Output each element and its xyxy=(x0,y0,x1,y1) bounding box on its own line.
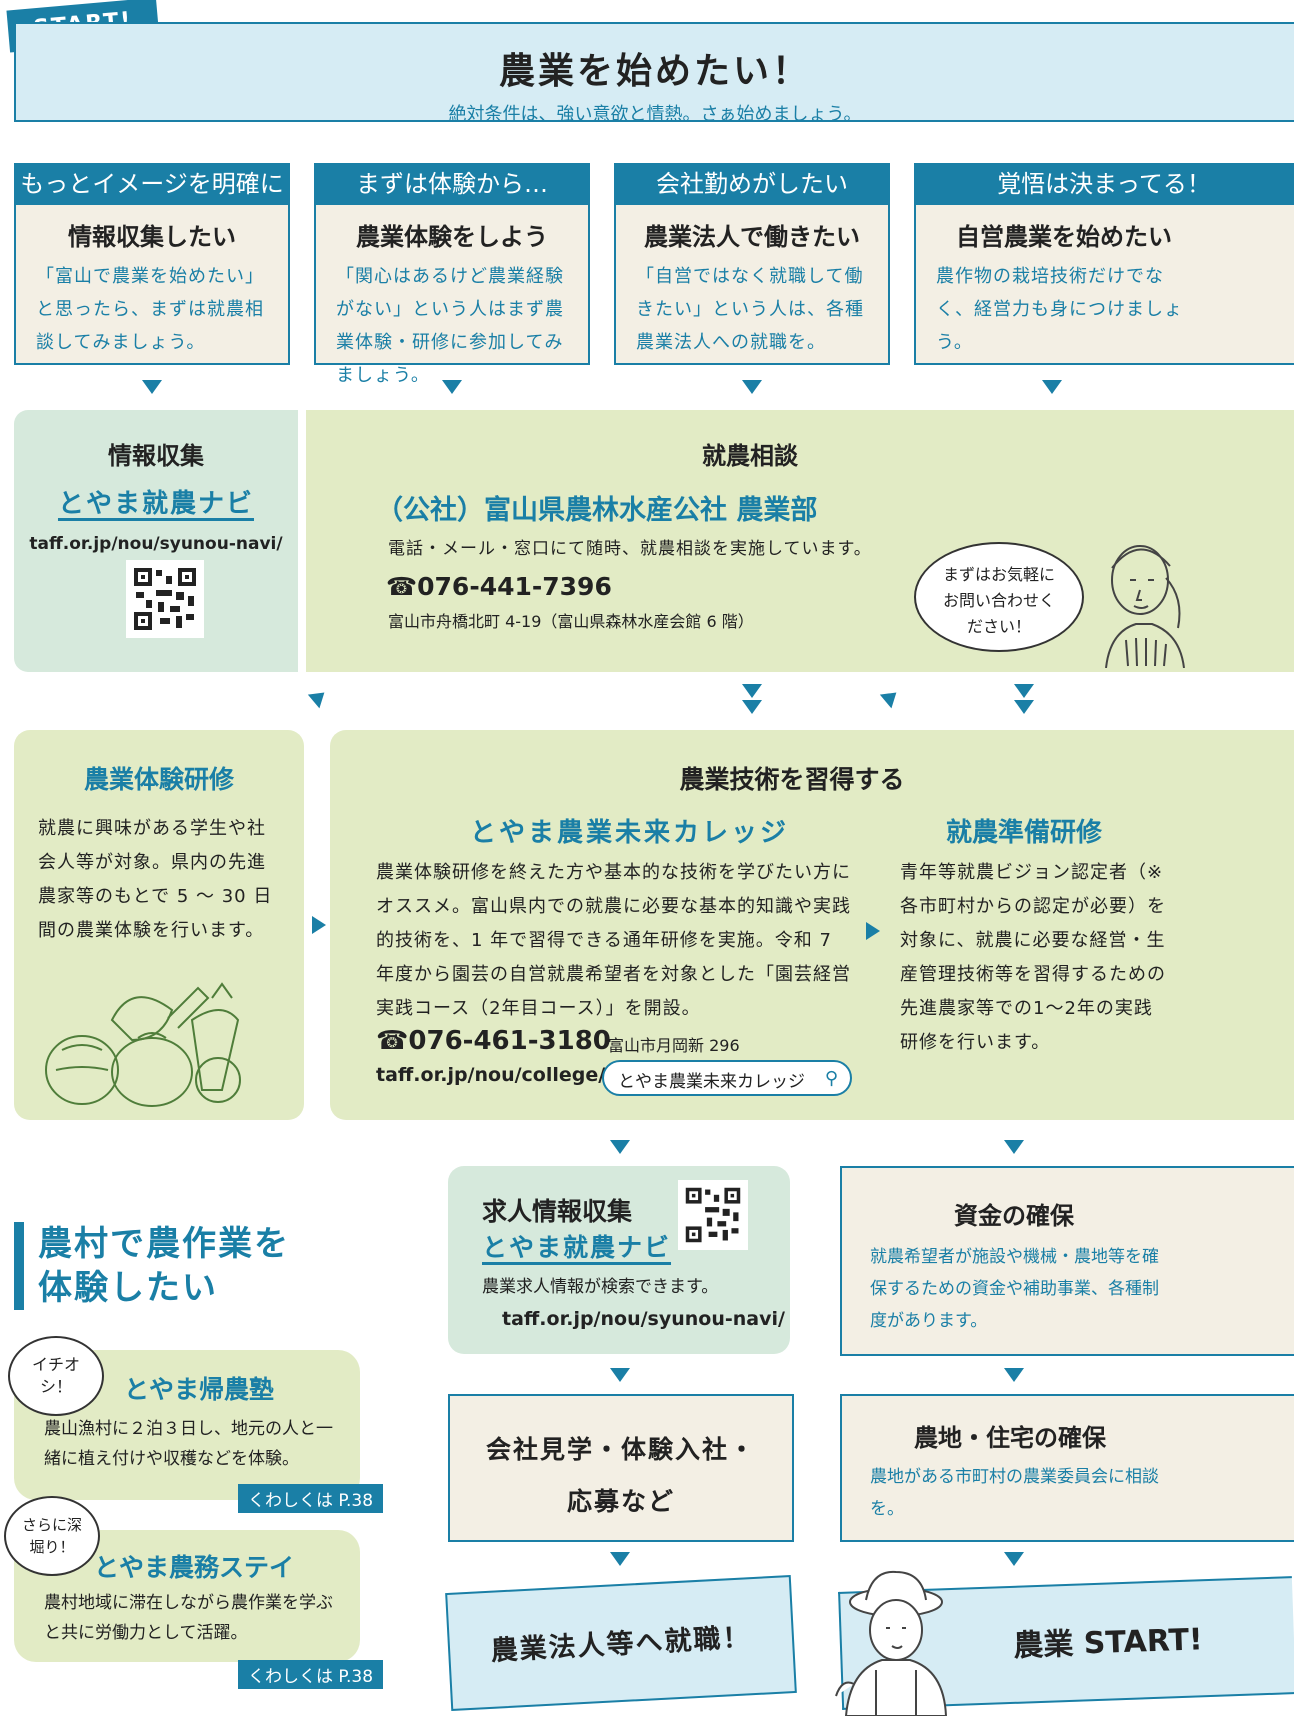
person-illustration xyxy=(1096,528,1192,672)
rural-item-1-text: 農山漁村に２泊３日し、地元の人と一緒に植え付けや収穫などを体験。 xyxy=(44,1419,333,1469)
visit-line-1: 会社見学・体験入社・ xyxy=(485,1435,756,1464)
jobs-text: 農業求人情報が検索できます。 xyxy=(482,1277,719,1297)
consult-title: 就農相談 xyxy=(702,442,798,470)
land-panel: 農地・住宅の確保 農地がある市町村の農業委員会に相談を。 xyxy=(840,1394,1294,1542)
column-1-text: 「富山で農業を始めたい」と思ったら、まずは就農相談してみましょう。 xyxy=(36,266,264,353)
arrow-diagonal xyxy=(307,685,331,709)
arrow-down xyxy=(442,380,462,394)
vegetables-illustration xyxy=(42,980,262,1114)
jobs-panel: 求人情報収集 とやま就農ナビ 農業求人情報が検索できます。 taff.or.jp… xyxy=(448,1166,790,1354)
column-1-head: もっとイメージを明確に xyxy=(14,163,290,205)
college-search-box[interactable]: とやま農業未来カレッジ ⚲ xyxy=(602,1060,852,1096)
funds-panel: 資金の確保 就農希望者が施設や機械・農地等を確保するための資金や補助事業、各種制… xyxy=(840,1166,1294,1356)
college-tel: ☎076-461-3180 xyxy=(376,1026,611,1056)
arrow-down xyxy=(610,1140,630,1154)
column-2-text: 「関心はあるけど農業経験がない」という人はまず農業体験・研修に参加してみましょう… xyxy=(336,266,564,386)
college-address: 富山市月岡新 296 xyxy=(608,1036,740,1055)
column-2-title: 農業体験をしよう xyxy=(356,223,548,251)
column-3-title: 農業法人で働きたい xyxy=(644,223,860,251)
column-4-title: 自営農業を始めたい xyxy=(956,223,1172,251)
rural-item-2-badge: さらに深堀り！ xyxy=(4,1496,100,1576)
column-1-title: 情報収集したい xyxy=(68,223,236,251)
arrow-down xyxy=(742,700,762,714)
arrow-down xyxy=(1004,1552,1024,1566)
arrow-down xyxy=(1042,380,1062,394)
arrow-down xyxy=(142,380,162,394)
speech-bubble: まずはお気軽にお問い合わせください！ xyxy=(914,542,1084,652)
arrow-right xyxy=(312,916,326,934)
land-title: 農地・住宅の確保 xyxy=(914,1424,1106,1452)
training-title: 農業体験研修 xyxy=(83,765,234,794)
jobs-link[interactable]: とやま就農ナビ xyxy=(482,1233,672,1262)
rural-title-2: 体験したい xyxy=(38,1268,218,1308)
arrow-right xyxy=(866,922,880,940)
qr-code[interactable] xyxy=(678,1180,748,1250)
phone-icon: ☎ xyxy=(386,572,418,601)
rural-item-2-title: とやま農務ステイ xyxy=(94,1553,295,1582)
visit-line-2: 応募など xyxy=(566,1487,675,1516)
jobs-title: 求人情報収集 xyxy=(482,1197,633,1226)
college-text: 農業体験研修を終えた方や基本的な技術を学びたい方にオススメ。富山県内での就農に必… xyxy=(376,862,851,1019)
phone-icon: ☎ xyxy=(376,1026,409,1056)
arrow-down xyxy=(1014,700,1034,714)
hero-banner: 農業を始めたい！ 絶対条件は、強い意欲と情熱。さぁ始めましょう。 xyxy=(14,22,1294,125)
search-icon: ⚲ xyxy=(824,1068,838,1089)
column-3-box: 農業法人で働きたい 「自営ではなく就職して働きたい」という人は、各種農業法人への… xyxy=(614,205,890,365)
column-1-box: 情報収集したい 「富山で農業を始めたい」と思ったら、まずは就農相談してみましょう… xyxy=(14,205,290,365)
rural-title-1: 農村で農作業を xyxy=(38,1224,290,1264)
column-2-box: 農業体験をしよう 「関心はあるけど農業経験がない」という人はまず農業体験・研修に… xyxy=(314,205,590,386)
arrow-down xyxy=(610,1552,630,1566)
arrow-down xyxy=(1014,684,1034,698)
arrow-diagonal xyxy=(879,685,903,709)
farmer-illustration xyxy=(826,1566,956,1716)
column-3-text: 「自営ではなく就職して働きたい」という人は、各種農業法人への就職を。 xyxy=(636,266,864,353)
info-title: 情報収集 xyxy=(108,442,204,470)
consult-tel-number[interactable]: 076-441-7396 xyxy=(417,572,612,601)
arrow-down xyxy=(742,380,762,394)
arrow-down xyxy=(742,684,762,698)
consult-panel: 就農相談 （公社）富山県農林水産公社 農業部 電話・メール・窓口にて随時、就農相… xyxy=(306,410,1294,672)
rural-item-1-more[interactable]: くわしくは P.38 xyxy=(238,1484,384,1513)
info-url[interactable]: taff.or.jp/nou/syunou-navi/ xyxy=(29,534,283,554)
consult-org: （公社）富山県農林水産公社 農業部 xyxy=(376,495,818,526)
tech-panel: 農業技術を習得する とやま農業未来カレッジ 農業体験研修を終えた方や基本的な技術… xyxy=(330,730,1294,1120)
rural-item-1-title: とやま帰農塾 xyxy=(124,1375,275,1404)
goal-employment: 農業法人等へ就職！ xyxy=(445,1575,797,1711)
prep-title: 就農準備研修 xyxy=(946,818,1103,848)
college-search-text: とやま農業未来カレッジ xyxy=(618,1072,805,1092)
jobs-url[interactable]: taff.or.jp/nou/syunou-navi/ xyxy=(502,1308,785,1330)
consult-desc: 電話・メール・窓口にて随時、就農相談を実施しています。 xyxy=(388,539,872,559)
column-4-head: 覚悟は決まってる！ xyxy=(914,163,1294,205)
funds-text: 就農希望者が施設や機械・農地等を確保するための資金や補助事業、各種制度があります… xyxy=(870,1247,1159,1331)
hero-subtitle: 絶対条件は、強い意欲と情熱。さぁ始めましょう。 xyxy=(448,104,862,125)
college-tel-number[interactable]: 076-461-3180 xyxy=(408,1026,611,1056)
column-4-text: 農作物の栽培技術だけでなく、経営力も身につけましょう。 xyxy=(936,266,1183,353)
column-2-head: まずは体験から… xyxy=(314,163,590,205)
college-title: とやま農業未来カレッジ xyxy=(470,818,790,848)
college-url[interactable]: taff.or.jp/nou/college/ xyxy=(376,1064,606,1086)
rural-item-2-text: 農村地域に滞在しながら農作業を学ぶと共に労働力として活躍。 xyxy=(44,1593,333,1643)
info-link[interactable]: とやま就農ナビ xyxy=(57,489,254,519)
consult-tel: ☎076-441-7396 xyxy=(386,572,612,601)
consult-address: 富山市舟橋北町 4-19（富山県森林水産会館 6 階） xyxy=(388,612,754,631)
rural-heading: 農村で農作業を 体験したい xyxy=(14,1222,290,1310)
column-3-head: 会社勤めがしたい xyxy=(614,163,890,205)
arrow-down xyxy=(1004,1368,1024,1382)
tech-title: 農業技術を習得する xyxy=(679,765,905,794)
training-panel: 農業体験研修 就農に興味がある学生や社会人等が対象。県内の先進農家等のもとで 5… xyxy=(14,730,304,1120)
prep-text: 青年等就農ビジョン認定者（※各市町村からの認定が必要）を対象に、就農に必要な経営… xyxy=(900,862,1166,1053)
training-text: 就農に興味がある学生や社会人等が対象。県内の先進農家等のもとで 5 ～ 30 日… xyxy=(38,818,273,941)
qr-code[interactable] xyxy=(126,560,204,638)
column-4-box: 自営農業を始めたい 農作物の栽培技術だけでなく、経営力も身につけましょう。 xyxy=(914,205,1294,365)
rural-item-1-badge: イチオシ！ xyxy=(8,1336,104,1416)
arrow-down xyxy=(1004,1140,1024,1154)
hero-title: 農業を始めたい！ xyxy=(498,51,811,92)
rural-item-2-more[interactable]: くわしくは P.38 xyxy=(238,1660,384,1689)
arrow-down xyxy=(610,1368,630,1382)
land-text: 農地がある市町村の農業委員会に相談を。 xyxy=(870,1467,1159,1519)
info-panel: 情報収集 とやま就農ナビ taff.or.jp/nou/syunou-navi/ xyxy=(14,410,298,672)
funds-title: 資金の確保 xyxy=(954,1202,1074,1230)
visit-panel: 会社見学・体験入社・ 応募など xyxy=(448,1394,794,1542)
